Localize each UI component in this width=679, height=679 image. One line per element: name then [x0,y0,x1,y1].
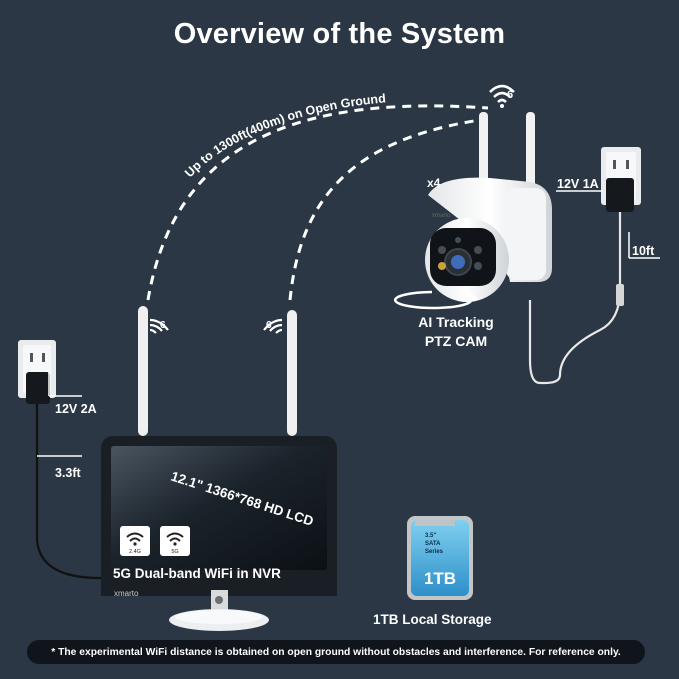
wifi-6-icon: 6 [149,318,169,334]
camera-power-cable [528,212,622,385]
camera-brand-logo: xmarto [432,213,451,219]
hard-drive-icon: 3.5" SATA Series 1TB [407,516,473,600]
camera-count: x4 [427,176,441,190]
ptz-camera: xmarto [425,112,552,302]
svg-text:6: 6 [507,89,513,101]
page-title: Overview of the System [173,18,506,50]
nvr-cable-length: 3.3ft [55,466,81,480]
rotation-arrow-icon [394,290,473,310]
camera-name: AI Tracking PTZ CAM [404,313,508,351]
storage-label: 1TB Local Storage [373,612,492,627]
nvr-brand-logo: xmarto [114,589,139,598]
nvr-wall-outlet [18,340,56,404]
wifi-5g-chip-icon: 5G [160,526,190,556]
svg-text:6: 6 [160,320,166,331]
nvr-antennas [138,306,297,436]
wifi-6-icon: 6 [263,318,283,334]
wifi-6-icon: 6 [489,84,515,108]
footer-note: * The experimental WiFi distance is obta… [27,640,645,664]
camera-wall-outlet [601,147,641,212]
nvr-power-label: 12V 2A [55,402,97,416]
svg-text:6: 6 [266,320,272,331]
wifi-range-arc-inner [288,118,481,301]
camera-power-label: 12V 1A [557,177,599,191]
range-label-text: Up to 1300ft(400m) on Open Ground [182,91,386,180]
nvr-power-cable [35,404,118,580]
camera-cable-length: 10ft [632,244,655,258]
camera-name-line1: AI Tracking [418,314,494,330]
band-5-label: 5G [171,549,178,555]
hdd-capacity: 1TB [424,569,456,588]
band-24-label: 2.4G [129,549,141,555]
nvr-wifi-label: 5G Dual-band WiFi in NVR [113,566,281,581]
wifi-2.4g-chip-icon: 2.4G [120,526,150,556]
range-label: Up to 1300ft(400m) on Open Ground [182,91,386,180]
hdd-spec-line1: 3.5" [425,533,436,539]
camera-name-line2: PTZ CAM [424,333,488,349]
hdd-spec-line3: Series [425,549,444,555]
hdd-spec-line2: SATA [425,541,441,547]
